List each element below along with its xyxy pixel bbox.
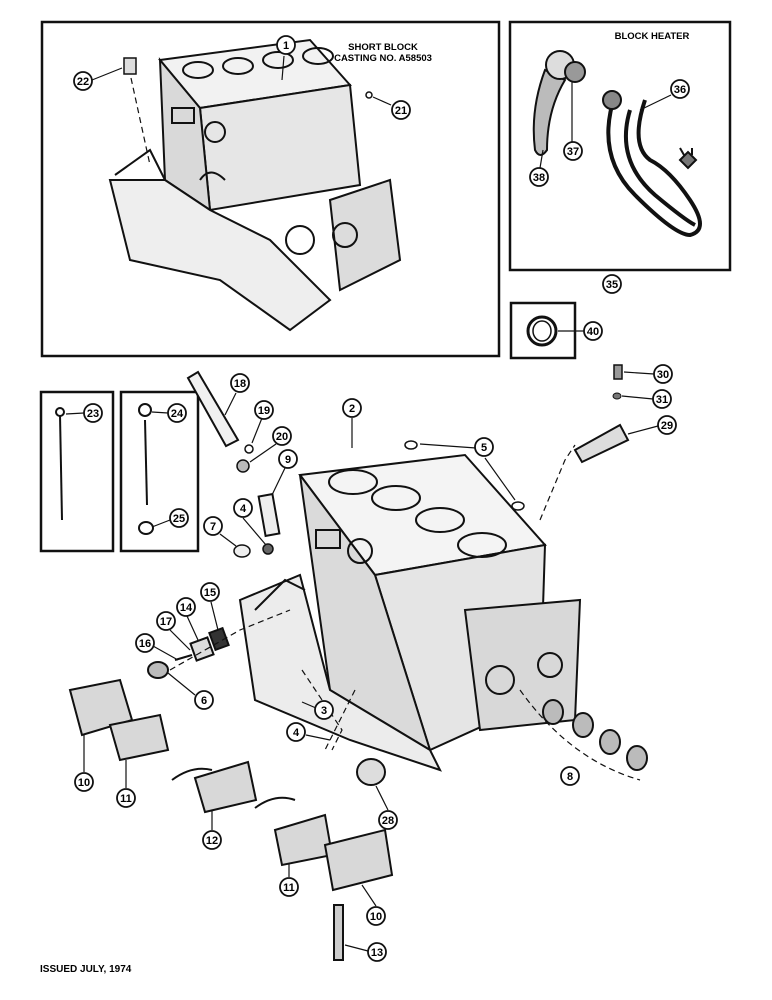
svg-text:16: 16 — [139, 638, 151, 650]
short-block-title-line1: SHORT BLOCK — [348, 42, 418, 53]
callout-15: 15 — [200, 582, 220, 631]
short-block-title-line2: CASTING NO. A58503 — [334, 53, 432, 64]
svg-text:3: 3 — [321, 705, 327, 717]
callout-12: 12 — [202, 810, 222, 850]
callout-9: 9 — [271, 449, 298, 496]
callout-38: 38 — [529, 149, 549, 187]
dipstick-panel-24 — [119, 390, 200, 553]
block-heater-panel: BLOCK HEATER — [508, 20, 732, 272]
svg-text:7: 7 — [210, 521, 216, 533]
callout-25: 25 — [151, 508, 189, 528]
callout-14: 14 — [176, 597, 199, 641]
svg-text:20: 20 — [276, 431, 288, 443]
callout-6: 6 — [167, 672, 214, 710]
callout-31: 31 — [621, 389, 672, 409]
short-block-panel: SHORT BLOCK CASTING NO. A58503 — [40, 20, 501, 358]
callout-10b: 10 — [361, 884, 386, 926]
callout-3: 3 — [301, 700, 334, 720]
block-heater-drawing — [532, 50, 702, 238]
callout-28: 28 — [375, 785, 398, 830]
svg-text:37: 37 — [567, 146, 579, 158]
svg-text:35: 35 — [606, 279, 618, 291]
callout-30: 30 — [623, 364, 673, 384]
callout-37: 37 — [563, 82, 583, 161]
svg-text:12: 12 — [206, 835, 218, 847]
svg-text:9: 9 — [285, 454, 291, 466]
callout-40: 40 — [558, 321, 603, 341]
svg-text:6: 6 — [201, 695, 207, 707]
svg-text:14: 14 — [180, 602, 193, 614]
callout-11b: 11 — [279, 864, 299, 897]
svg-text:8: 8 — [567, 771, 573, 783]
svg-text:21: 21 — [395, 105, 407, 117]
callout-29: 29 — [627, 415, 677, 435]
svg-text:40: 40 — [587, 326, 599, 338]
bearing-caps-drawing — [68, 678, 394, 892]
svg-text:18: 18 — [234, 378, 246, 390]
svg-text:28: 28 — [382, 815, 394, 827]
callout-21: 21 — [372, 96, 411, 120]
callout-8: 8 — [560, 766, 580, 786]
svg-text:25: 25 — [173, 513, 185, 525]
svg-text:23: 23 — [87, 408, 99, 420]
callout-7: 7 — [203, 516, 237, 547]
svg-text:30: 30 — [657, 369, 669, 381]
short-block-drawing — [108, 38, 402, 332]
callout-23: 23 — [65, 403, 103, 423]
svg-text:38: 38 — [533, 172, 545, 184]
callout-4a: 4 — [233, 498, 267, 546]
callout-1: 1 — [276, 35, 296, 81]
issue-date: ISSUED JULY, 1974 — [40, 964, 132, 975]
callout-19: 19 — [251, 400, 274, 444]
callout-22: 22 — [73, 67, 123, 91]
part-8-drawing — [542, 699, 648, 771]
callout-4b: 4 — [286, 722, 331, 742]
svg-text:10: 10 — [78, 777, 90, 789]
svg-text:5: 5 — [481, 442, 487, 454]
callout-2: 2 — [342, 398, 362, 448]
svg-text:10: 10 — [370, 911, 382, 923]
svg-text:17: 17 — [160, 616, 172, 628]
callout-10a: 10 — [74, 735, 94, 792]
block-heater-title: BLOCK HEATER — [615, 31, 690, 42]
callout-13: 13 — [344, 942, 387, 962]
callouts: 1 2 3 4 4 5 6 7 8 9 10 10 11 11 12 13 14… — [65, 35, 690, 962]
callout-18: 18 — [224, 373, 250, 416]
cylinder-block-drawing — [238, 453, 582, 772]
callout-35: 35 — [602, 274, 622, 294]
svg-text:24: 24 — [171, 408, 184, 420]
svg-text:13: 13 — [371, 947, 383, 959]
callout-36: 36 — [639, 79, 690, 111]
callout-5: 5 — [419, 437, 516, 501]
callout-16: 16 — [135, 633, 179, 661]
svg-text:22: 22 — [77, 76, 89, 88]
svg-text:11: 11 — [283, 882, 295, 894]
part-22-drawing — [123, 57, 137, 75]
svg-text:36: 36 — [674, 84, 686, 96]
dipstick-panel-23 — [39, 390, 115, 553]
svg-text:19: 19 — [258, 405, 270, 417]
svg-text:2: 2 — [349, 403, 355, 415]
callout-11a: 11 — [116, 760, 136, 808]
svg-text:1: 1 — [283, 40, 289, 52]
svg-text:29: 29 — [661, 420, 673, 432]
svg-text:31: 31 — [656, 394, 668, 406]
svg-text:15: 15 — [204, 587, 216, 599]
callout-20: 20 — [249, 426, 292, 463]
svg-text:11: 11 — [120, 793, 132, 805]
callout-24: 24 — [151, 403, 187, 423]
svg-text:4: 4 — [240, 503, 247, 515]
svg-text:4: 4 — [293, 727, 300, 739]
part-18-drawing — [186, 370, 240, 448]
callout-17: 17 — [156, 611, 191, 651]
